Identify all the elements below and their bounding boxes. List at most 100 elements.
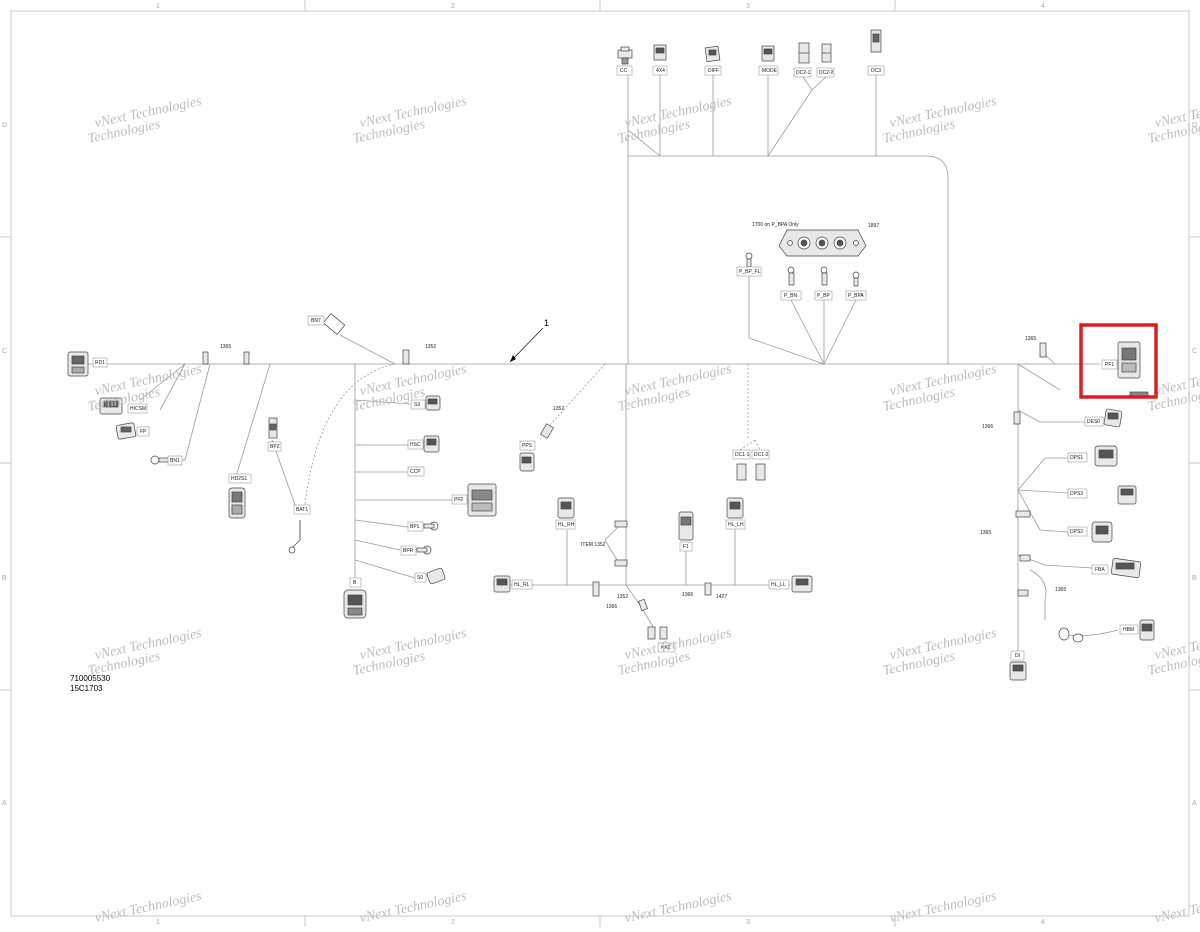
label-1427: 1427 xyxy=(716,594,727,600)
ring-terminal-hbm-icon xyxy=(1058,627,1084,643)
label-bp1: BP1 xyxy=(410,524,420,530)
connector-hl-lh-icon xyxy=(726,497,744,519)
label-1352-left: 1352 xyxy=(425,344,436,350)
highlight-box xyxy=(1079,323,1158,399)
watermark: vNext Technologies xyxy=(1153,889,1200,926)
connector-diff-icon xyxy=(704,45,721,63)
grid-row-c-left: C xyxy=(2,348,7,355)
grid-col-2-top: 2 xyxy=(451,3,455,10)
watermark-line1: vNext Technologies xyxy=(888,889,998,926)
label-boxes xyxy=(92,65,1139,661)
label-cc: CC xyxy=(620,68,628,74)
watermark-line1: vNext Technologies xyxy=(623,889,733,926)
ring-terminal-p-bp-icon xyxy=(820,266,828,286)
grid-col-1-bottom: 1 xyxy=(156,919,160,926)
splice-1365-left-icon xyxy=(202,351,250,365)
splice-1365-right-icon xyxy=(1039,342,1047,358)
label-hl-lh: HL_LH xyxy=(728,522,744,528)
connector-fp-icon xyxy=(115,422,137,440)
label-1365-right-lower: 1365 xyxy=(980,530,991,536)
label-b: B xyxy=(353,580,357,586)
label-des0: DES0 xyxy=(1087,419,1100,425)
label-f1: F1 xyxy=(683,544,689,550)
harness-wires xyxy=(85,75,1119,655)
label-dc2-1: DC2-1 xyxy=(796,70,811,76)
label-bpz: BPZ xyxy=(270,444,280,450)
connector-4x4-icon xyxy=(653,44,667,61)
connector-hbm-icon xyxy=(1139,619,1155,641)
label-hl-rl: HL_RL xyxy=(514,582,530,588)
revision-code: 15C1703 xyxy=(70,684,103,693)
watermark-line1: vNext Technologies xyxy=(1153,889,1200,926)
ring-terminal-bpr-icon xyxy=(416,545,432,555)
connector-fba-icon xyxy=(1110,558,1142,578)
connector-hsc-icon xyxy=(423,435,440,453)
label-p-bp: P_BP xyxy=(817,293,830,299)
ring-terminal-p-bn-icon xyxy=(787,266,795,286)
ring-terminal-p-bpa-icon xyxy=(852,271,860,287)
label-bn1: BN1 xyxy=(170,458,180,464)
grid-row-c-right: C xyxy=(1192,348,1197,355)
label-dc1-1: DC1-1 xyxy=(735,452,750,458)
label-1366-right: 1366 xyxy=(982,424,993,430)
label-kk2: KK2 xyxy=(661,645,671,651)
fuse-block-ref: 1897 xyxy=(868,223,879,229)
label-hbm: HBM xyxy=(1123,627,1134,633)
label-mode: MODE xyxy=(762,68,778,74)
fuse-block-icon xyxy=(778,229,867,257)
label-1365-right-bottom: 1365 xyxy=(1055,587,1066,593)
label-1365-right: 1365 xyxy=(1025,336,1036,342)
connector-hl-rl-icon xyxy=(493,575,511,593)
label-4x4: 4X4 xyxy=(656,68,665,74)
grid-col-3-top: 3 xyxy=(746,3,750,10)
splice-1352-left-icon xyxy=(402,349,410,365)
watermark: vNext Technologies xyxy=(93,889,203,926)
grid-row-d-right: D xyxy=(1192,122,1197,129)
label-pps: PPS xyxy=(522,443,533,449)
splice-1427-icon xyxy=(704,582,712,596)
grid-col-1-top: 1 xyxy=(156,3,160,10)
main-callout-number: 1 xyxy=(544,318,549,328)
connector-dps3-icon xyxy=(1117,485,1137,505)
label-s9: S9 xyxy=(414,402,420,408)
connector-cc-icon xyxy=(617,46,633,65)
connector-s0-icon xyxy=(426,567,446,585)
watermark: vNext Technologies xyxy=(888,889,998,926)
connector-dc2-1-icon xyxy=(798,42,810,64)
label-hd2s1: HD2S1 xyxy=(231,476,247,482)
grid-col-4-bottom: 4 xyxy=(1041,919,1045,926)
connector-mode-icon xyxy=(761,45,775,62)
connector-dc1-1-icon xyxy=(736,463,747,481)
label-item-1352: ITEM 1352 xyxy=(581,542,606,548)
grid-row-b-left: B xyxy=(2,575,7,582)
label-1366-center: 1366 xyxy=(682,592,693,598)
label-fba: FBA xyxy=(1095,567,1105,573)
grid-row-d-left: D xyxy=(2,122,7,129)
label-di: DI xyxy=(1015,653,1020,659)
label-hicsm: HICSM xyxy=(130,406,146,412)
connector-pps-icon xyxy=(519,452,535,472)
grid-col-2-bottom: 2 xyxy=(451,919,455,926)
watermark: vNext Technologies xyxy=(623,889,733,926)
connector-b-icon xyxy=(343,589,367,619)
splice-item-1352-icon xyxy=(614,520,628,567)
label-dps3: DPS3 xyxy=(1070,491,1083,497)
label-p-bp-fl: P_BP_FL xyxy=(739,269,761,275)
fuse-block-note: 1700 on P_BPA Only xyxy=(752,222,799,228)
part-number: 710005530 xyxy=(70,674,111,683)
label-p-bpa: P_BPA xyxy=(848,293,864,299)
connector-dps1-icon xyxy=(1094,445,1118,467)
connector-shapes xyxy=(67,29,1155,681)
grid-row-a-left: A xyxy=(2,800,7,807)
connector-kk2-icon xyxy=(647,626,668,640)
label-p-bn: P_BN xyxy=(784,293,797,299)
